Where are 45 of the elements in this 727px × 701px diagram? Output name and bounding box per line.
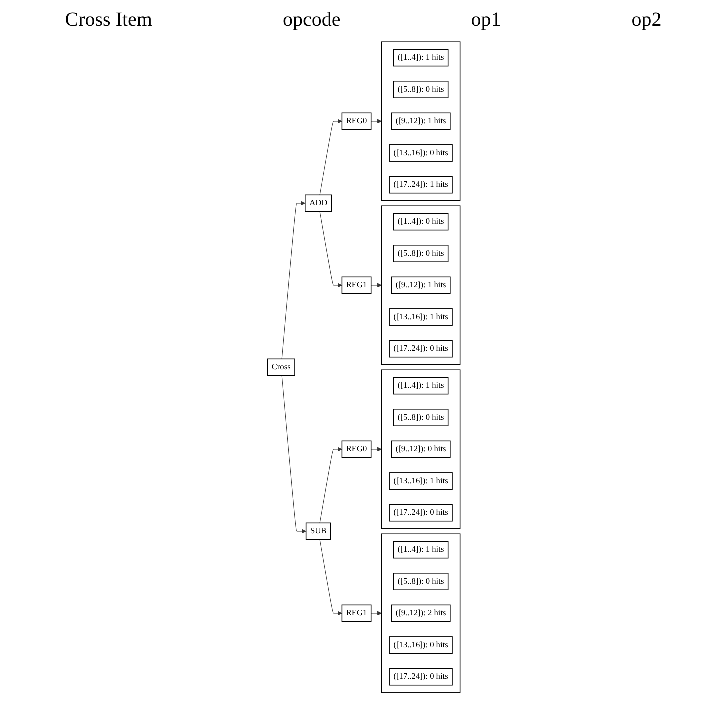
node-box: ([1..4]): 1 hits — [392, 49, 448, 67]
node-box: ([1..4]): 1 hits — [392, 377, 448, 395]
arrow — [370, 119, 382, 124]
arrow — [319, 540, 342, 616]
node-box: ([1..4]): 1 hits — [392, 541, 448, 559]
node-box: ([13..16]): 0 hits — [388, 144, 452, 162]
node-box: ([13..16]): 0 hits — [388, 636, 452, 654]
node-box: ([5..8]): 0 hits — [392, 245, 448, 262]
node-box: ([13..16]): 1 hits — [388, 472, 452, 490]
node-box: ([9..12]): 1 hits — [390, 276, 450, 294]
cluster — [380, 370, 460, 530]
node-box: ([17..24]): 1 hits — [388, 176, 452, 194]
arrow — [319, 119, 342, 196]
node-box: ADD — [304, 194, 332, 212]
node-box: ([1..4]): 0 hits — [392, 213, 448, 231]
node-box: ([9..12]): 1 hits — [390, 112, 450, 130]
column-heading: opcode — [282, 8, 341, 32]
node-box: REG0 — [341, 440, 372, 458]
node-box: ([9..12]): 0 hits — [390, 440, 450, 458]
cluster — [380, 42, 460, 202]
arrow — [370, 283, 382, 288]
arrow — [319, 212, 342, 288]
node-box: ([17..24]): 0 hits — [388, 340, 452, 358]
node-box: ([17..24]): 0 hits — [388, 504, 452, 522]
node-box: ([17..24]): 0 hits — [388, 668, 452, 686]
cluster — [380, 206, 460, 366]
node-box: ([5..8]): 0 hits — [392, 573, 448, 590]
node-box: SUB — [305, 522, 331, 540]
node-box: ([13..16]): 1 hits — [388, 308, 452, 326]
node-box: REG0 — [341, 112, 372, 130]
column-heading: Cross Item — [65, 8, 152, 32]
node-box: REG1 — [341, 604, 372, 622]
arrow — [370, 447, 382, 452]
arrow — [281, 376, 306, 534]
node-box: ([5..8]): 0 hits — [392, 409, 448, 426]
arrow — [370, 611, 382, 616]
node-box: ([9..12]): 2 hits — [390, 604, 450, 622]
column-heading: op1 — [471, 8, 502, 32]
node-box: REG1 — [341, 276, 372, 294]
node-box: ([5..8]): 0 hits — [392, 81, 448, 98]
cluster — [380, 534, 460, 694]
arrow — [319, 447, 342, 524]
column-heading: op2 — [632, 8, 662, 32]
node-box: Cross — [266, 358, 295, 376]
arrow — [281, 201, 306, 360]
